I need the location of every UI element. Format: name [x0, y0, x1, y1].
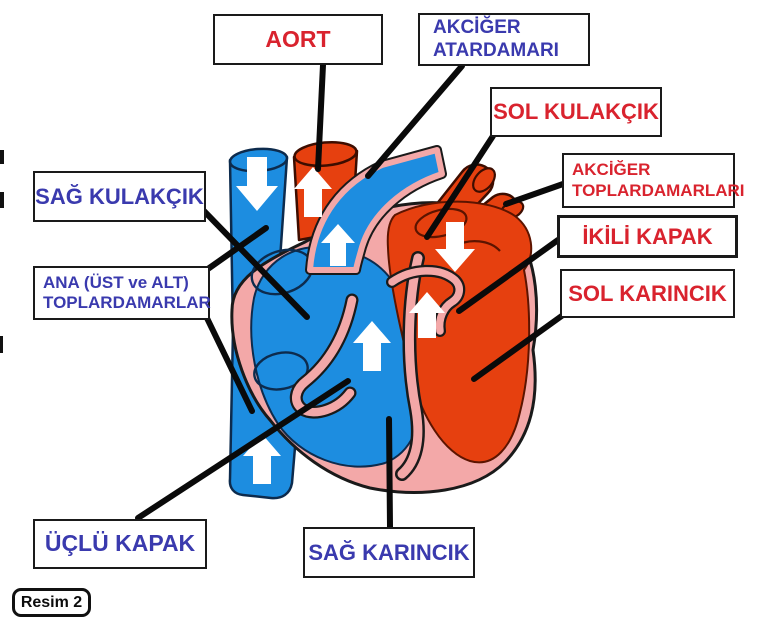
- label-box-ikili-kapak: İKİLİ KAPAK: [557, 215, 738, 258]
- label-text: ATARDAMARI: [433, 39, 559, 61]
- label-text: İKİLİ KAPAK: [582, 223, 713, 249]
- arrow-down-icon: [236, 157, 278, 211]
- leader-line-aort: [315, 62, 326, 172]
- left-atrium-detail: [414, 207, 468, 239]
- leader-line-sol-karincik: [471, 312, 566, 382]
- leader-line-uclu-kapak: [135, 378, 351, 521]
- right-atrium-detail: [253, 351, 309, 391]
- label-box-sol-kulakcik: SOL KULAKÇIK: [490, 87, 662, 137]
- leader-line-sag-kulakcik: [201, 208, 310, 320]
- label-text: AKCİĞER: [433, 17, 521, 39]
- leader-line-sag-karincik: [386, 416, 393, 530]
- leader-line-akciger-toplardamarlari: [503, 181, 566, 207]
- label-box-akciger-atardamari: AKCİĞER ATARDAMARI: [418, 13, 590, 66]
- label-box-ana-toplardamarlar: ANA (ÜST ve ALT) TOPLARDAMARLAR: [33, 266, 211, 320]
- arrow-down-icon: [435, 222, 475, 272]
- caption-resim-2: Resim 2: [12, 588, 91, 617]
- label-box-akciger-toplardamarlari: AKCİĞER TOPLARDAMARLARI: [562, 153, 745, 208]
- leader-line-ana-alt: [202, 311, 255, 414]
- label-box-sag-karincik: SAĞ KARINCIK: [303, 527, 475, 578]
- arrow-up-icon: [353, 321, 391, 371]
- left-edge-artifacts: [0, 150, 4, 353]
- aorta-opening: [293, 140, 358, 168]
- arrow-up-icon: [409, 292, 445, 338]
- label-text: AKCİĞER: [572, 160, 651, 180]
- label-text: TOPLARDAMARLAR: [43, 293, 211, 312]
- label-box-uclu-kapak: ÜÇLÜ KAPAK: [33, 519, 207, 569]
- label-box-sol-karincik: SOL KARINCIK: [560, 269, 735, 318]
- interventricular-septum: [395, 251, 425, 481]
- label-text: SOL KULAKÇIK: [493, 99, 659, 125]
- label-text: SAĞ KULAKÇIK: [35, 183, 204, 209]
- arrow-up-icon: [294, 167, 332, 217]
- tricuspid-valve: [289, 293, 359, 419]
- label-text: SAĞ KARINCIK: [308, 539, 470, 565]
- label-text: TOPLARDAMARLARI: [572, 180, 745, 200]
- blood-flow-arrows: [236, 157, 475, 484]
- label-text: ÜÇLÜ KAPAK: [44, 530, 196, 557]
- arrow-up-icon: [321, 224, 355, 266]
- leader-line-ana-ust: [202, 225, 269, 274]
- label-text: ANA (ÜST ve ALT): [43, 272, 189, 292]
- leader-lines: [135, 62, 566, 530]
- leader-line-akciger-atardamari: [365, 63, 465, 179]
- label-box-aort: AORT: [213, 14, 383, 65]
- caption-text: Resim 2: [20, 593, 83, 611]
- leader-line-ikili-kapak: [456, 237, 561, 314]
- leader-line-sol-kulakcik: [424, 133, 496, 240]
- label-text: AORT: [265, 25, 331, 52]
- label-text: SOL KARINCIK: [568, 280, 727, 306]
- label-box-sag-kulakcik: SAĞ KULAKÇIK: [33, 171, 206, 222]
